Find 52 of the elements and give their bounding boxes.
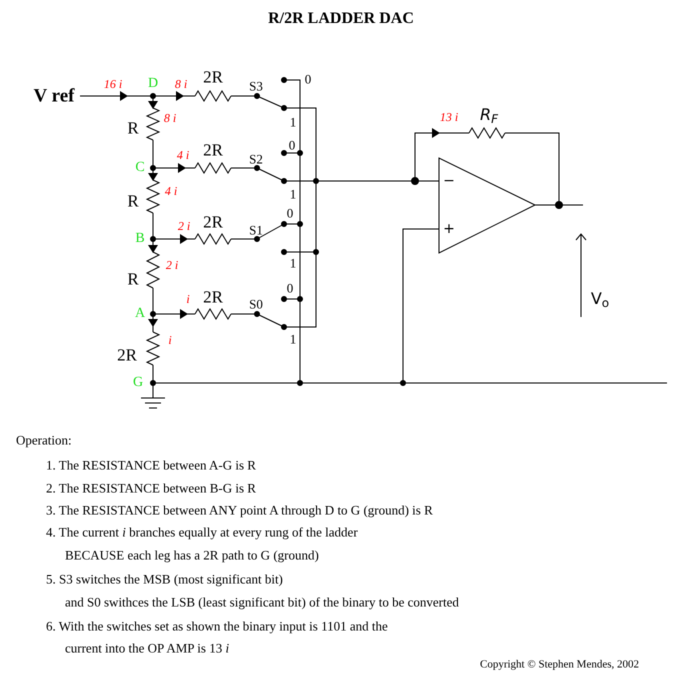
list-item: 6. With the switches set as shown the binary input is 1101 and the bbox=[46, 620, 388, 632]
diagram-title: R/2R LADDER DAC bbox=[267, 9, 415, 29]
node-label: C bbox=[135, 161, 145, 175]
resistor-label: 2R bbox=[117, 346, 137, 364]
resistor-label: 2R bbox=[203, 214, 223, 230]
resistor-label: 2R bbox=[203, 288, 223, 306]
copyright-note: Copyright © Stephen Mendes, 2002 bbox=[480, 660, 639, 670]
contact-label: 1 bbox=[290, 256, 296, 270]
switch-label: S2 bbox=[249, 152, 263, 166]
current-label: 13 i bbox=[440, 111, 458, 123]
list-item: BECAUSE each leg has a 2R path to G (ground) bbox=[65, 548, 319, 562]
contact-label: 1 bbox=[290, 116, 296, 128]
list-item: 1. The RESISTANCE between A-G is R bbox=[46, 458, 256, 472]
contact-label: 0 bbox=[304, 72, 312, 86]
contact-label: 0 bbox=[286, 282, 294, 294]
node-label: B bbox=[135, 232, 145, 246]
list-item: 5. S3 switches the MSB (most significant bit) bbox=[46, 572, 283, 586]
current-label: 2 i bbox=[178, 220, 190, 232]
resistor-label: R bbox=[127, 192, 139, 210]
list-item: 2. The RESISTANCE between B-G is R bbox=[46, 482, 256, 494]
heading: Operation: bbox=[16, 434, 72, 446]
input-sign: + bbox=[443, 222, 455, 236]
current-label: 2 i bbox=[166, 259, 178, 271]
current-label: 8 i bbox=[174, 78, 188, 90]
node-label: D bbox=[148, 77, 158, 91]
node-label: G bbox=[132, 376, 144, 390]
list-item: and S0 swithces the LSB (least significant bit) of the binary to be converted bbox=[65, 596, 459, 608]
current-label: i bbox=[186, 293, 190, 305]
resistor-label: R$_{F}$ bbox=[480, 107, 498, 123]
resistor-label: R bbox=[127, 120, 139, 136]
input-sign: − bbox=[443, 174, 455, 188]
current-label: 8 i bbox=[164, 112, 176, 124]
contact-label: 0 bbox=[286, 206, 294, 220]
resistor-label: R bbox=[127, 270, 139, 288]
contact-label: 0 bbox=[288, 138, 296, 152]
list-item: 4. The current i branches equally at every rung of the ladder bbox=[46, 526, 358, 538]
switch-label: S3 bbox=[249, 80, 263, 92]
voltage-label: V ref bbox=[34, 86, 74, 106]
current-label: 4 i bbox=[176, 149, 190, 161]
list-item: current into the OP AMP is 13 i bbox=[65, 642, 230, 654]
current-label: i bbox=[168, 334, 172, 346]
contact-label: 1 bbox=[290, 188, 296, 200]
switch-label: S0 bbox=[249, 298, 263, 310]
output-voltage-label: V$_{o}$ bbox=[590, 291, 610, 307]
current-label: 16 i bbox=[104, 78, 122, 90]
resistor-label: 2R bbox=[203, 68, 223, 86]
node-label: A bbox=[134, 307, 146, 321]
contact-label: 1 bbox=[290, 332, 296, 346]
current-label: 4 i bbox=[164, 185, 178, 197]
resistor-label: 2R bbox=[203, 142, 223, 158]
list-item: 3. The RESISTANCE between ANY point A through D to G (ground) is R bbox=[46, 504, 433, 516]
switch-label: S1 bbox=[249, 224, 263, 236]
